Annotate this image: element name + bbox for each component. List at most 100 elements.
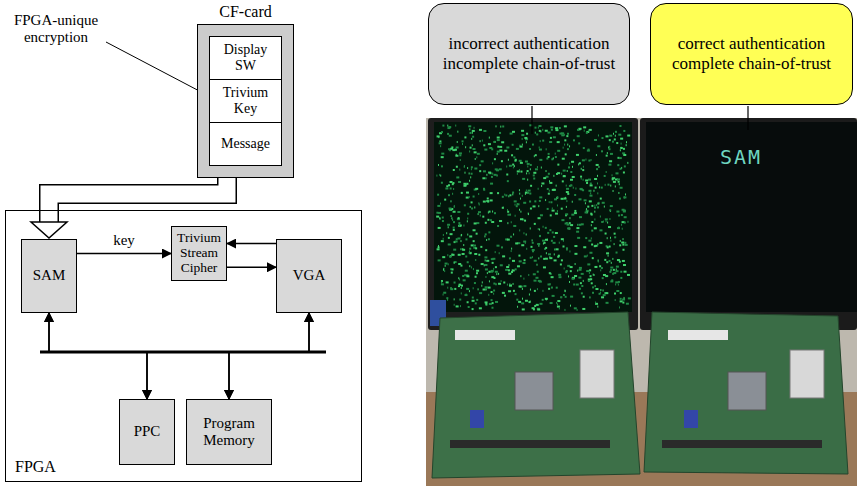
noise-pixel [508,159,509,161]
noise-pixel [624,222,626,224]
noise-pixel [580,176,582,178]
noise-pixel [619,157,622,159]
noise-pixel [535,154,537,156]
noise-pixel [482,177,485,179]
noise-pixel [570,224,573,226]
noise-pixel [565,153,567,155]
connector [227,243,276,244]
noise-pixel [450,187,452,189]
noise-pixel [485,286,488,288]
noise-pixel [611,262,612,264]
noise-pixel [527,170,529,172]
noise-pixel [465,255,467,257]
noise-pixel [529,293,530,295]
noise-pixel [450,233,453,235]
noise-pixel [447,299,448,301]
noise-pixel [448,148,450,150]
noise-pixel [483,289,486,291]
noise-pixel [564,139,566,141]
noise-pixel [594,139,597,141]
noise-pixel [610,205,613,207]
noise-pixel [545,298,548,300]
noise-pixel [557,210,558,212]
noise-pixel [571,161,574,163]
noise-pixel [574,245,577,247]
noise-pixel [567,227,570,229]
noise-pixel [563,147,564,149]
noise-pixel [446,232,447,234]
noise-pixel [462,140,464,142]
noise-pixel [607,184,609,186]
noise-pixel [626,303,629,305]
noise-pixel [606,171,607,173]
noise-pixel [467,220,468,222]
noise-pixel [615,281,618,283]
noise-pixel [577,224,578,226]
noise-pixel [545,239,548,241]
noise-pixel [541,185,542,187]
noise-pixel [583,126,586,128]
noise-pixel [502,125,504,127]
noise-pixel [499,146,502,148]
noise-pixel [454,262,455,264]
noise-pixel [548,288,550,290]
noise-pixel [566,191,569,193]
noise-pixel [558,276,561,278]
noise-pixel [615,299,616,301]
noise-pixel [499,149,502,151]
noise-pixel [538,228,539,230]
noise-pixel [489,280,490,282]
noise-pixel [489,211,491,213]
noise-pixel [461,287,462,289]
noise-pixel [513,166,514,168]
noise-pixel [522,298,523,300]
noise-pixel [526,133,528,135]
noise-pixel [497,225,499,227]
noise-pixel [511,250,512,252]
noise-pixel [545,130,548,132]
noise-pixel [546,298,547,300]
noise-pixel [447,254,448,256]
noise-pixel [456,305,459,307]
noise-pixel [439,218,440,220]
noise-pixel [494,141,496,143]
noise-pixel [614,138,616,140]
noise-pixel [508,290,511,292]
cf-slot [580,350,614,398]
noise-pixel [462,248,463,250]
callout-bubble: incorrect authentication incomplete chai… [428,3,630,105]
noise-pixel [544,242,546,244]
noise-pixel [489,303,492,305]
noise-pixel [533,172,536,174]
noise-pixel [582,169,584,171]
noise-pixel [534,200,536,202]
noise-pixel [476,233,478,235]
noise-pixel [458,254,461,256]
noise-pixel [528,190,531,192]
noise-pixel [538,245,539,247]
noise-pixel [466,288,469,290]
noise-pixel [553,136,556,138]
noise-pixel [596,168,598,170]
processor-box: PPC [119,399,175,465]
noise-pixel [453,221,455,223]
noise-pixel [565,197,566,199]
noise-pixel [539,200,541,202]
noise-pixel [537,264,538,266]
noise-pixel [600,215,601,217]
noise-pixel [560,296,561,298]
noise-pixel [606,252,609,254]
noise-pixel [480,215,481,217]
noise-pixel [490,271,493,273]
noise-pixel [522,138,523,140]
noise-pixel [586,270,589,272]
noise-pixel [486,200,489,202]
noise-pixel [612,174,613,176]
noise-pixel [464,274,465,276]
noise-pixel [609,139,611,141]
noise-pixel [478,211,481,213]
noise-pixel [538,127,539,129]
noise-pixel [459,225,460,227]
noise-pixel [564,125,567,127]
noise-pixel [467,167,468,169]
